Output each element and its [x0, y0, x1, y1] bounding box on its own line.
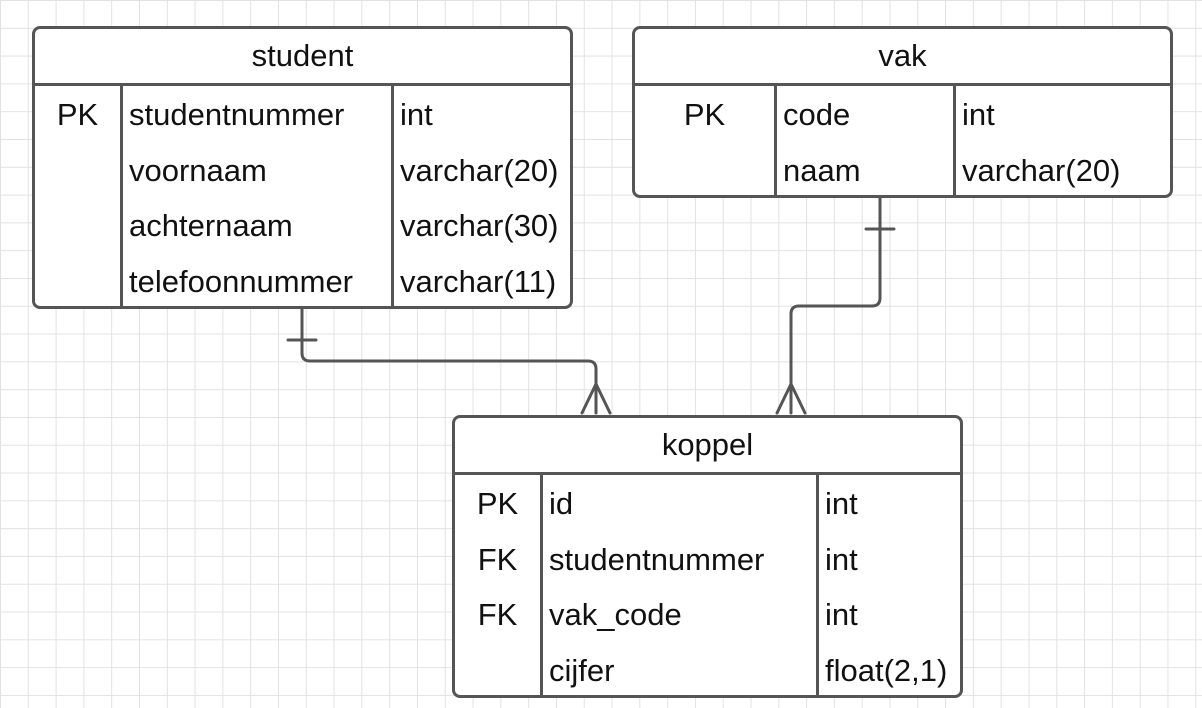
type-column: int varchar(20): [956, 86, 1170, 195]
entity-title: koppel: [455, 418, 960, 475]
type-column: int int int float(2,1): [819, 475, 960, 695]
attribute-type: float(2,1): [825, 652, 948, 688]
key-cell: [35, 148, 120, 204]
key-column: PK: [635, 86, 777, 195]
key-cell: FK: [477, 597, 518, 632]
attribute-name: achternaam: [129, 208, 293, 243]
attribute-type: int: [825, 486, 858, 521]
entity-attributes: PK studentnummer voornaam achternaam tel…: [35, 86, 570, 306]
name-column: id studentnummer vak_code cijfer: [543, 475, 819, 695]
attribute-type: int: [400, 97, 433, 132]
attribute-name: studentnummer: [549, 541, 765, 577]
key-cell: [35, 203, 120, 259]
attribute-name: cijfer: [549, 652, 615, 688]
relationship-vak-koppel: [775, 196, 896, 415]
attribute-name: telefoonnummer: [129, 263, 354, 299]
key-cell: PK: [476, 486, 519, 521]
many-marker-koppel-student: [580, 382, 612, 415]
attribute-name: id: [549, 486, 574, 521]
attribute-name: voornaam: [129, 152, 267, 188]
attribute-type: int: [825, 541, 858, 577]
attribute-name: studentnummer: [129, 97, 345, 132]
key-cell: FK: [477, 541, 518, 577]
connector-line-vak-koppel: [789, 196, 882, 415]
attribute-type: varchar(20): [962, 152, 1121, 188]
key-column: PK: [35, 86, 123, 306]
entity-title: vak: [635, 29, 1170, 86]
entity-attributes: PK FK FK id studentnummer vak_code cijfe…: [455, 475, 960, 695]
key-cell: [455, 648, 540, 704]
name-column: code naam: [777, 86, 956, 195]
attribute-type: int: [962, 97, 995, 132]
key-cell: [635, 148, 774, 204]
entity-title: student: [35, 29, 570, 86]
attribute-type: varchar(30): [400, 208, 559, 243]
attribute-type: varchar(11): [400, 263, 557, 299]
entity-attributes: PK code naam int varchar(20): [635, 86, 1170, 195]
many-marker-koppel-vak: [775, 382, 807, 415]
attribute-type: int: [825, 597, 858, 632]
attribute-name: naam: [783, 152, 861, 188]
entity-student[interactable]: student PK studentnummer voornaam achter…: [32, 26, 573, 309]
entity-koppel[interactable]: koppel PK FK FK id studentnummer vak_cod…: [452, 415, 963, 698]
attribute-type: varchar(20): [400, 152, 559, 188]
attribute-name: vak_code: [549, 597, 682, 632]
attribute-name: code: [783, 97, 851, 132]
name-column: studentnummer voornaam achternaam telefo…: [123, 86, 394, 306]
connector-line-student-koppel: [300, 307, 598, 415]
relationship-student-koppel: [286, 307, 612, 415]
key-cell: PK: [683, 97, 726, 132]
type-column: int varchar(20) varchar(30) varchar(11): [394, 86, 570, 306]
key-cell: [35, 259, 120, 315]
key-cell: PK: [56, 97, 99, 132]
key-column: PK FK FK: [455, 475, 543, 695]
entity-vak[interactable]: vak PK code naam int varchar(20): [632, 26, 1173, 198]
